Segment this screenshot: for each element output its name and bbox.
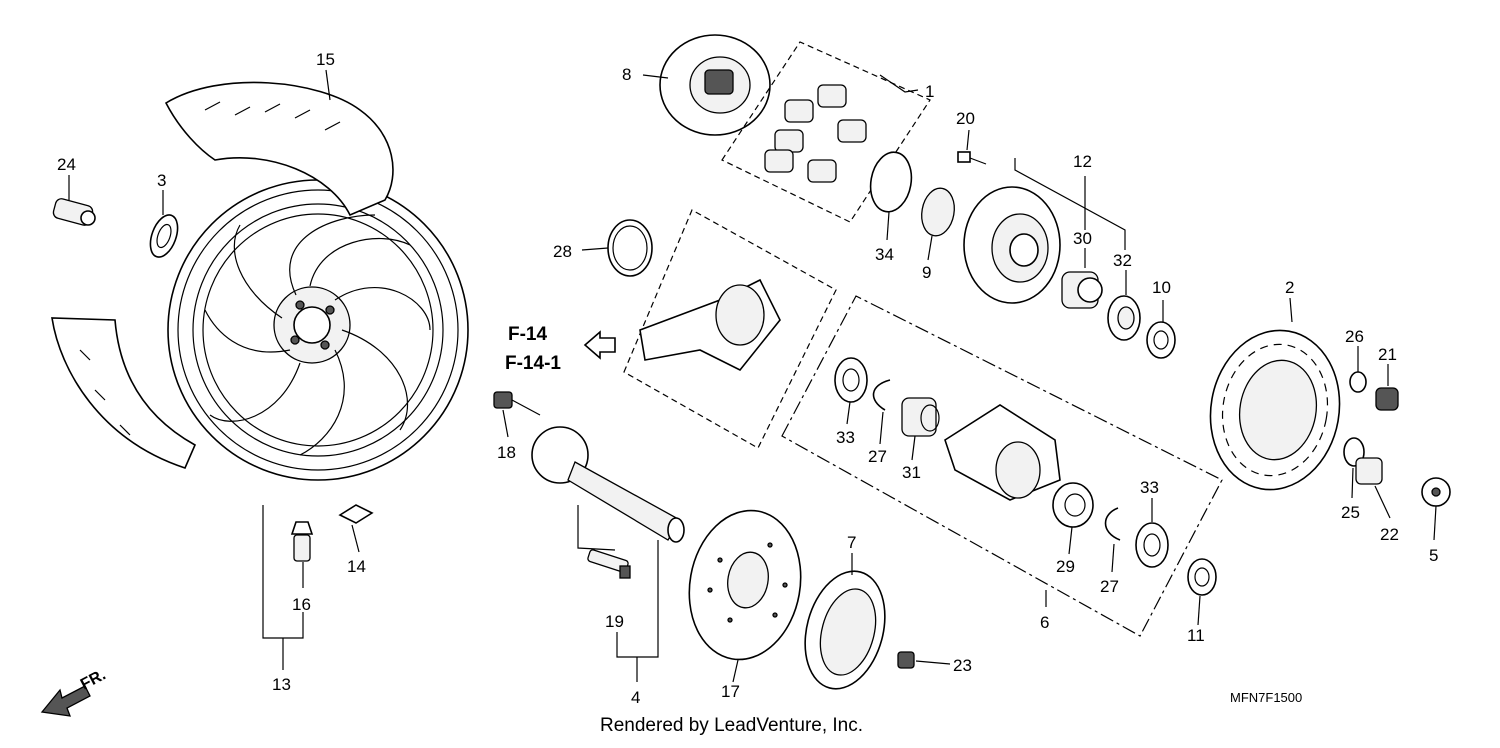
caliper-bracket[interactable] [639, 278, 781, 372]
part-26-washer[interactable] [1349, 371, 1367, 393]
credit-text: Rendered by LeadVenture, Inc. [600, 715, 863, 736]
part-21-nut[interactable] [1375, 387, 1399, 411]
callout-21: 21 [1378, 345, 1397, 364]
damper-group-outline [721, 41, 931, 223]
callout-numbers: 1 2 3 4 5 6 7 8 9 10 11 12 13 14 15 16 1… [57, 50, 1438, 707]
callout-22: 22 [1380, 525, 1399, 544]
part-33-oil-seal-left[interactable] [834, 357, 868, 403]
part-30-bearing[interactable] [1061, 271, 1103, 309]
callout-3: 3 [157, 171, 166, 190]
front-direction-indicator: FR. [40, 666, 109, 717]
callout-19: 19 [605, 612, 624, 631]
part-32-bearing[interactable] [1107, 295, 1141, 341]
part-20-bolt[interactable] [957, 151, 987, 165]
callout-5: 5 [1429, 546, 1438, 565]
callout-23: 23 [953, 656, 972, 675]
part-8-driven-flange[interactable] [659, 34, 771, 136]
callout-11: 11 [1187, 626, 1205, 645]
part-1-damper-rubbers[interactable] [764, 84, 867, 183]
part-29-bearing[interactable] [1052, 482, 1094, 528]
callout-30: 30 [1073, 229, 1092, 248]
callout-16: 16 [292, 595, 311, 614]
callout-6: 6 [1040, 613, 1049, 632]
callout-32: 32 [1113, 251, 1132, 270]
callout-14: 14 [347, 557, 366, 576]
part-11-oil-seal[interactable] [1187, 558, 1217, 596]
callout-33a: 33 [836, 428, 855, 447]
part-19-bolt[interactable] [587, 549, 631, 579]
part-23-nut[interactable] [897, 651, 915, 669]
callout-4: 4 [631, 688, 640, 707]
leader-lines [68, 69, 1437, 683]
callout-8: 8 [622, 65, 631, 84]
part-34-o-ring[interactable] [866, 149, 916, 215]
part-10-oil-seal[interactable] [1146, 321, 1176, 359]
callout-24: 24 [57, 155, 76, 174]
front-arrow-icon [40, 685, 91, 717]
callout-15: 15 [316, 50, 335, 69]
callout-29: 29 [1056, 557, 1075, 576]
rear-wheel[interactable] [167, 179, 469, 481]
callout-1: 1 [925, 82, 934, 101]
callout-27a: 27 [868, 447, 887, 466]
ref-label-f14-1: F-14-1 [505, 353, 561, 374]
caliper-bracket-outline [623, 209, 837, 449]
part-18-bolt[interactable] [493, 391, 541, 416]
final-driven-sprocket-flange[interactable] [944, 404, 1061, 501]
part-2-driven-sprocket[interactable] [1198, 320, 1352, 500]
callout-34: 34 [875, 245, 894, 264]
callout-7: 7 [847, 533, 856, 552]
rear-tire[interactable] [51, 81, 394, 469]
callout-26: 26 [1345, 327, 1364, 346]
part-4-axle-flange[interactable] [531, 426, 685, 543]
callout-9: 9 [922, 263, 931, 282]
callout-2: 2 [1285, 278, 1294, 297]
callout-20: 20 [956, 109, 975, 128]
callout-33b: 33 [1140, 478, 1159, 497]
callout-13: 13 [272, 675, 291, 694]
callout-27b: 27 [1100, 577, 1119, 596]
part-31-bearing[interactable] [901, 397, 940, 437]
final-drive-group-outline [781, 295, 1223, 637]
part-33-oil-seal-right[interactable] [1135, 522, 1169, 568]
part-12-flange-hub[interactable] [963, 186, 1061, 304]
part-5-adjuster-nut[interactable] [1421, 477, 1451, 507]
part-14-balance-weight[interactable] [338, 504, 374, 524]
ref-label-f14: F-14 [508, 324, 548, 345]
part-7-pulser-ring[interactable] [793, 562, 897, 698]
part-16-valve[interactable] [290, 521, 314, 562]
part-27-circlip-right[interactable] [1104, 507, 1121, 541]
callout-25: 25 [1341, 503, 1360, 522]
callout-28: 28 [553, 242, 572, 261]
part-17-brake-disc[interactable] [678, 502, 812, 669]
part-28-circlip[interactable] [607, 219, 653, 277]
part-24-nut[interactable] [52, 197, 96, 226]
diagram-code: MFN7F1500 [1230, 690, 1302, 705]
callout-12: 12 [1073, 152, 1092, 171]
callout-17: 17 [721, 682, 740, 701]
callout-18: 18 [497, 443, 516, 462]
part-3-collar[interactable] [145, 211, 183, 261]
callout-31: 31 [902, 463, 921, 482]
part-9-oil-seal[interactable] [918, 186, 958, 239]
part-22-nut[interactable] [1355, 457, 1383, 485]
ref-arrow-icon[interactable] [583, 330, 616, 360]
callout-10: 10 [1152, 278, 1171, 297]
part-27-circlip-left[interactable] [872, 379, 891, 411]
